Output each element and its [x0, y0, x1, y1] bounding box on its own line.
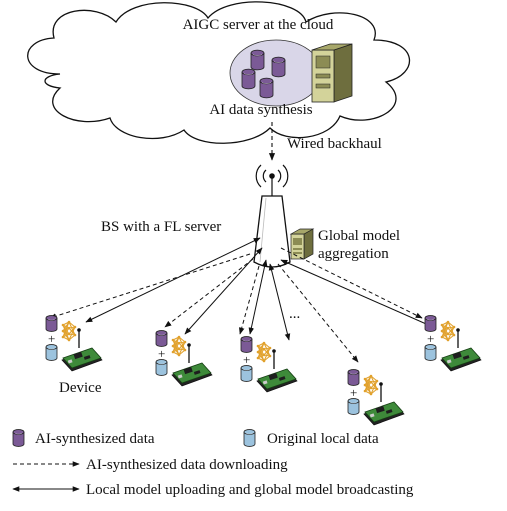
uplink-broadcast-arrow-5	[280, 259, 434, 328]
uplink-broadcast-arrow-4	[268, 263, 291, 341]
database-icon	[45, 344, 58, 361]
device-1: +	[45, 315, 103, 372]
bs-label: BS with a FL server	[101, 219, 221, 235]
cloud-database-group	[241, 49, 286, 99]
download-arrow-5	[280, 247, 423, 319]
circuit-board-icon	[61, 328, 103, 372]
aggregation-label-line2: aggregation	[318, 246, 389, 262]
database-icon	[347, 398, 360, 415]
aggregation-server-icon	[289, 228, 315, 260]
plus-sign: +	[48, 331, 55, 346]
neural-network-icon	[171, 335, 187, 357]
device-group: + + + + +	[45, 315, 482, 426]
legend: AI-synthesized data Original local data …	[12, 429, 414, 498]
circuit-board-icon	[171, 343, 213, 387]
link-group	[49, 237, 434, 363]
device-4: +	[347, 369, 405, 426]
plus-sign: +	[427, 331, 434, 346]
plus-sign: +	[350, 385, 357, 400]
backhaul-label: Wired backhaul	[287, 136, 382, 152]
download-arrow-3	[238, 265, 260, 335]
database-icon	[45, 315, 58, 332]
plus-sign: +	[158, 346, 165, 361]
neural-network-icon	[256, 341, 272, 363]
circuit-board-icon	[256, 349, 298, 393]
plus-sign: +	[243, 352, 250, 367]
antenna-signal-icon	[255, 164, 289, 188]
uplink-broadcast-arrow-3	[248, 259, 268, 335]
download-arrow-2	[164, 258, 254, 328]
download-arrow-1	[49, 253, 251, 319]
legend-icons	[12, 429, 256, 447]
database-icon	[240, 365, 253, 382]
synthesis-label: AI data synthesis	[209, 102, 312, 118]
neural-network-icon	[363, 374, 379, 396]
ellipsis: ...	[289, 306, 300, 322]
database-icon	[250, 49, 265, 71]
database-icon	[155, 330, 168, 347]
legend-local-data-label: Original local data	[267, 431, 379, 447]
neural-network-icon	[440, 320, 456, 342]
database-icon	[155, 359, 168, 376]
neural-network-icon	[61, 320, 77, 342]
device-5: +	[424, 315, 482, 372]
legend-ai-data-label: AI-synthesized data	[35, 431, 155, 447]
server-icon	[311, 43, 353, 103]
database-icon	[347, 369, 360, 386]
device-label: Device	[59, 380, 102, 396]
database-icon	[241, 68, 256, 90]
database-icon	[240, 336, 253, 353]
database-icon	[259, 77, 274, 99]
database-icon	[271, 56, 286, 78]
legend-local-data-icon	[243, 429, 256, 447]
database-icon	[424, 344, 437, 361]
database-icon	[424, 315, 437, 332]
legend-downloading-label: AI-synthesized data downloading	[86, 457, 288, 473]
cloud-icon	[27, 1, 411, 144]
device-2: +	[155, 330, 213, 387]
circuit-board-icon	[440, 328, 482, 372]
legend-ai-data-icon	[12, 429, 25, 447]
circuit-board-icon	[363, 382, 405, 426]
cloud-title: AIGC server at the cloud	[183, 17, 334, 33]
device-3: +	[240, 336, 298, 393]
legend-uploading-label: Local model uploading and global model b…	[86, 482, 414, 498]
aggregation-label-line1: Global model	[318, 228, 400, 244]
tower-icon	[253, 178, 291, 268]
